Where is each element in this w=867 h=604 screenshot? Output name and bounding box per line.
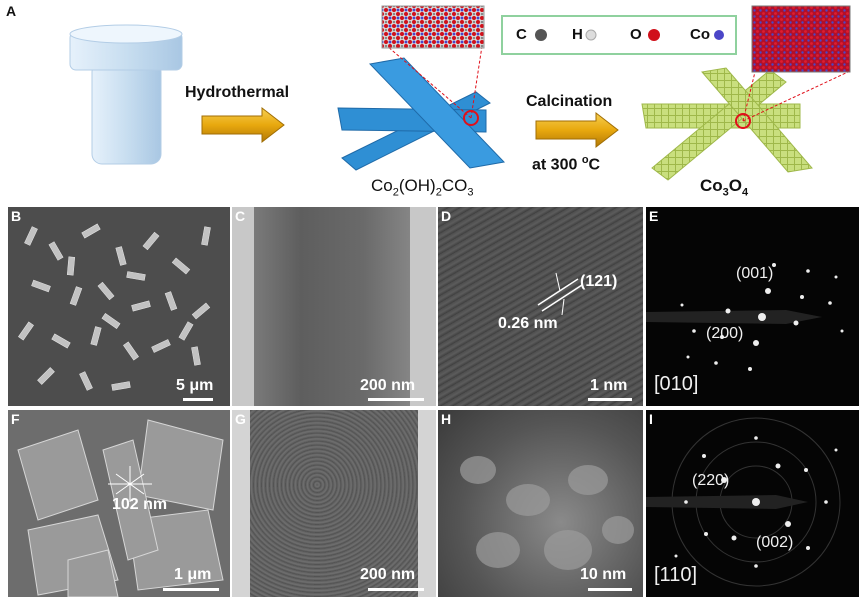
spot-001: (001) xyxy=(736,265,774,282)
scalebar-b-label: 5 μm xyxy=(176,377,214,394)
panel-letter-d: D xyxy=(441,208,452,224)
precursor-crystal-model xyxy=(381,5,485,49)
g2: 3 xyxy=(722,186,729,199)
zone-axis-e: [010] xyxy=(654,373,699,395)
g3: O xyxy=(728,176,743,195)
panel-letter-a: A xyxy=(6,3,17,19)
f3: (OH) xyxy=(398,176,436,195)
hydrothermal-vessel xyxy=(69,24,183,165)
rods-graphic xyxy=(18,223,211,391)
g4: 4 xyxy=(742,186,749,199)
precursor-nanosheets xyxy=(337,57,506,171)
scalebar-b xyxy=(183,398,213,401)
arrow-2-label-line2: at 300 oC xyxy=(532,154,600,174)
spacing-label: 0.26 nm xyxy=(498,315,558,332)
scalebar-g-label: 200 nm xyxy=(360,566,416,583)
zoom-circle-2 xyxy=(735,113,751,129)
panel-letter-f: F xyxy=(11,411,20,427)
scalebar-h-label: 10 nm xyxy=(580,566,627,583)
precursor-label: Co2(OH)2CO3 xyxy=(371,176,473,198)
thickness-label: 102 nm xyxy=(112,496,168,513)
arrow-2 xyxy=(535,111,619,149)
panel-letter-c: C xyxy=(235,208,246,224)
f2: 2 xyxy=(392,186,399,199)
lattice-spacing-marker xyxy=(537,272,583,316)
temp-unit: C xyxy=(588,156,601,174)
scalebar-f xyxy=(163,588,219,591)
f5: CO xyxy=(441,176,468,195)
spot-200: (200) xyxy=(706,325,744,342)
panel-letter-h: H xyxy=(441,411,452,427)
sheets-graphic xyxy=(17,419,224,597)
panel-i-saed: I (220) (002) [110] xyxy=(646,410,859,597)
panel-letter-i: I xyxy=(649,411,653,427)
arrow-2-label-line1: Calcination xyxy=(526,93,613,110)
panel-f-sem: F 102 nm 1 μm xyxy=(8,410,230,597)
legend-o: O xyxy=(630,26,642,43)
legend-co: Co xyxy=(690,26,710,43)
scalebar-d-label: 1 nm xyxy=(590,377,628,394)
panel-d-hrtem: D (121) 0.26 nm 1 nm xyxy=(438,207,643,406)
scalebar-d xyxy=(588,398,632,401)
g1: Co xyxy=(700,176,723,195)
panel-g-tem: G 200 nm xyxy=(232,410,436,597)
arrow-1 xyxy=(201,106,285,144)
co3o4-sheet-body xyxy=(250,410,418,597)
panel-h-hrtem: H 10 nm xyxy=(438,410,643,597)
panel-letter-g: G xyxy=(235,411,246,427)
arrow-1-label: Hydrothermal xyxy=(185,84,290,101)
scalebar-g xyxy=(368,588,424,591)
panel-letter-e: E xyxy=(649,208,659,224)
panel-c-tem: C 200 nm xyxy=(232,207,436,406)
panel-e-saed: E (001) (200) [010] xyxy=(646,207,859,406)
panel-letter-b: B xyxy=(11,208,22,224)
product-label: Co3O4 xyxy=(700,176,748,198)
legend-c: C xyxy=(516,26,527,43)
scalebar-f-label: 1 μm xyxy=(174,566,212,583)
panel-b-sem: B 5 μm xyxy=(8,207,230,406)
zone-axis-i: [110] xyxy=(654,564,697,586)
panel-a: A xyxy=(0,0,867,205)
plane-label-121: (121) xyxy=(580,273,618,290)
temp-value: at 300 xyxy=(532,156,582,174)
f6: 3 xyxy=(467,186,474,199)
f4: 2 xyxy=(435,186,442,199)
diffraction-pattern-e xyxy=(646,263,844,371)
spot-220: (220) xyxy=(692,472,730,489)
co3o4-nanosheets xyxy=(641,67,813,181)
legend-h: H xyxy=(572,26,583,43)
scalebar-c-label: 200 nm xyxy=(360,377,416,394)
spot-002: (002) xyxy=(756,534,794,551)
diffraction-pattern-i xyxy=(646,417,841,587)
scalebar-h xyxy=(588,588,632,591)
degree-sup: o xyxy=(581,154,589,166)
particles-graphic xyxy=(460,456,634,570)
scalebar-c xyxy=(368,398,424,401)
zoom-circle-1 xyxy=(463,110,479,126)
nanosheet-body xyxy=(254,207,410,406)
co3o4-crystal-model xyxy=(751,5,851,73)
scheme-graphic xyxy=(69,5,851,181)
f1: Co xyxy=(371,176,393,195)
